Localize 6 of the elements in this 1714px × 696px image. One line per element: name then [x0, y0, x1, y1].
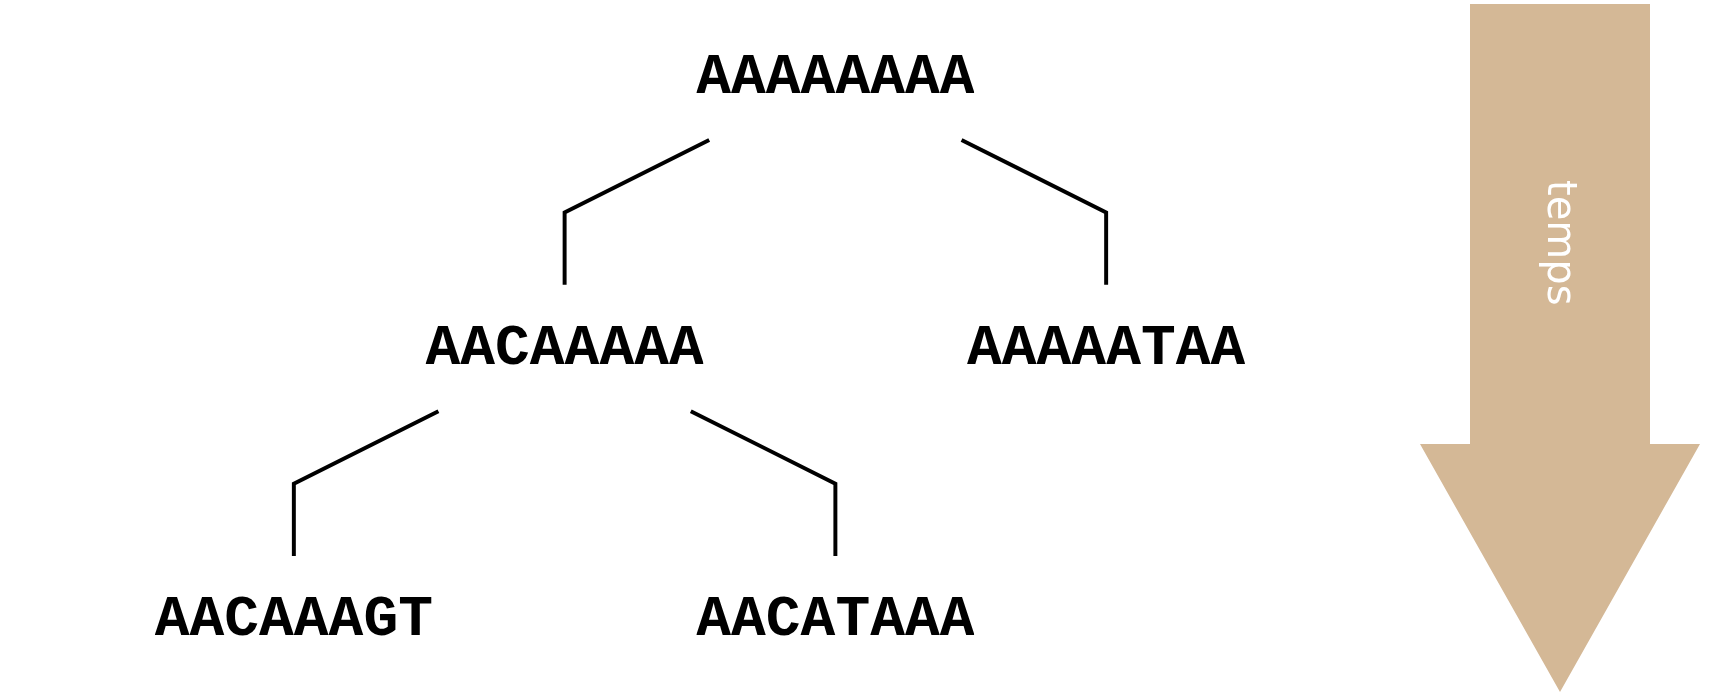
sequence-label: AAAAATAA	[967, 315, 1246, 381]
sequence-label: AACAAAAA	[425, 315, 704, 381]
sequence-label: AACAAAGT	[154, 586, 433, 653]
sequence-label: AACATAAA	[696, 586, 975, 653]
sequence-label: AAAAAAAA	[696, 43, 975, 110]
axis-label: temps	[1539, 180, 1585, 306]
